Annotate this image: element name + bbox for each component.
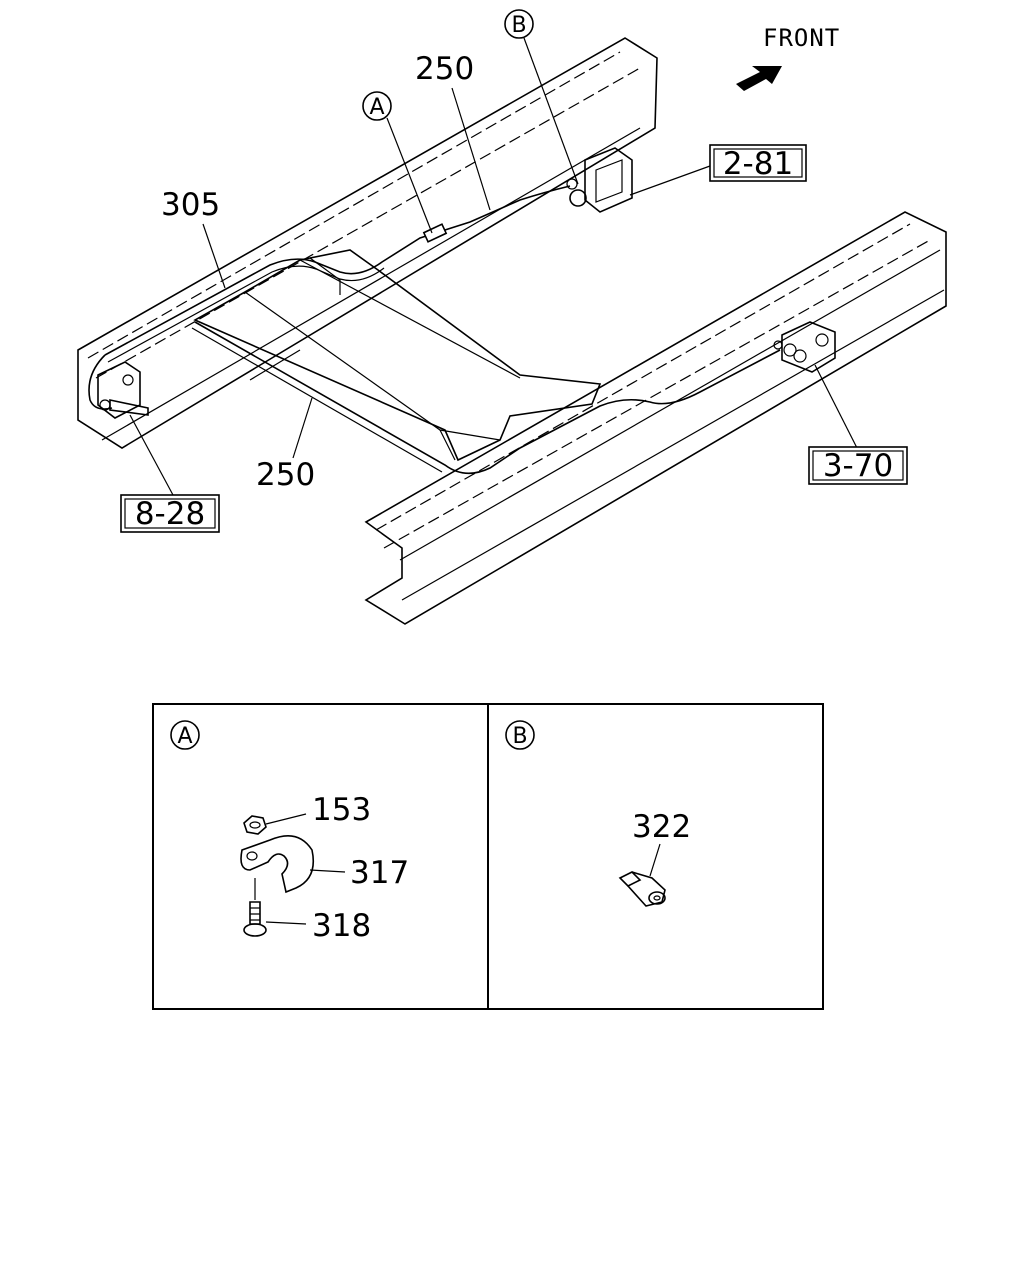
part-322-label: 322 <box>632 809 691 845</box>
callout-250-lower: 250 <box>256 457 315 493</box>
svg-text:B: B <box>512 724 527 749</box>
svg-text:A: A <box>369 95 384 120</box>
cross-member <box>193 249 602 462</box>
ref-box-3-70[interactable]: 3-70 <box>808 446 908 485</box>
bolt-318 <box>243 878 307 937</box>
detail-b: B 322 <box>505 720 691 907</box>
detail-a: A 153 317 318 <box>170 720 409 944</box>
component-2-81 <box>566 147 633 213</box>
nut-153 <box>243 813 307 835</box>
part-153-label: 153 <box>312 792 371 828</box>
svg-text:2-81: 2-81 <box>723 146 793 182</box>
part-317-label: 317 <box>350 855 409 891</box>
fitting-322 <box>618 843 666 907</box>
lower-frame-rail <box>364 211 947 625</box>
detail-b-marker: B <box>505 720 535 750</box>
component-8-28 <box>97 361 149 419</box>
upper-frame-rail <box>77 37 658 449</box>
callout-a-marker: A <box>362 91 392 121</box>
part-318-label: 318 <box>312 908 371 944</box>
callout-250-upper: 250 <box>415 51 474 87</box>
clip-317 <box>240 834 346 894</box>
svg-text:A: A <box>177 724 192 749</box>
front-indicator: FRONT <box>736 24 840 91</box>
front-label: FRONT <box>763 24 840 52</box>
svg-text:3-70: 3-70 <box>823 448 893 484</box>
pipe-routing <box>88 185 781 475</box>
front-arrow-icon <box>736 66 782 91</box>
detail-a-marker: A <box>170 720 200 750</box>
ref-box-2-81[interactable]: 2-81 <box>709 144 807 182</box>
ref-box-8-28[interactable]: 8-28 <box>120 494 220 533</box>
svg-text:B: B <box>511 13 526 38</box>
callout-305: 305 <box>161 187 220 223</box>
leader-lines <box>129 37 858 496</box>
callout-labels: 250 305 250 A B 2-81 3-70 8-28 <box>120 9 908 533</box>
detail-panels <box>152 703 824 1010</box>
callout-b-marker: B <box>504 9 534 39</box>
component-3-70 <box>773 321 836 373</box>
svg-text:8-28: 8-28 <box>135 496 205 532</box>
